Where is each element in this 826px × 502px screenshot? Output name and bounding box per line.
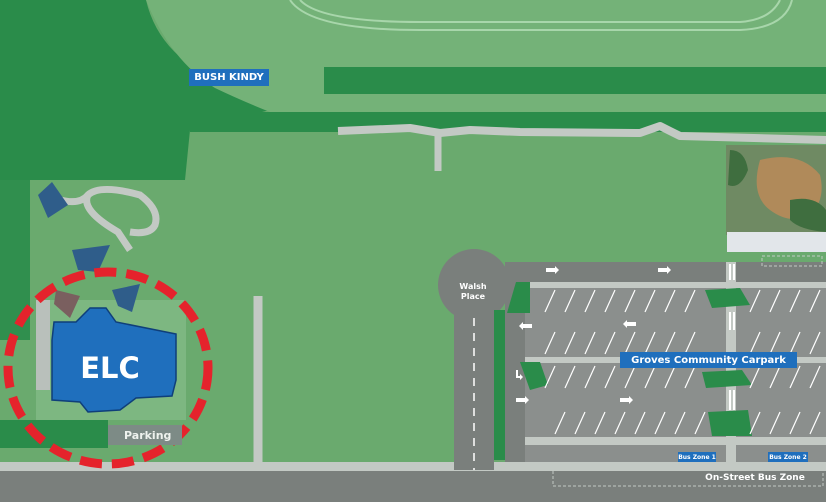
walsh-place-line1: Walsh xyxy=(459,282,487,291)
elc-building xyxy=(51,307,177,413)
direction-arrows xyxy=(516,266,671,404)
walsh-place-turning-circle xyxy=(438,249,510,321)
garden-bed-4 xyxy=(702,370,752,388)
shade-sail-3 xyxy=(112,284,140,312)
elc-highlight-ring xyxy=(3,267,213,469)
shade-sail-4 xyxy=(54,290,80,318)
carpark-left-verge xyxy=(494,310,505,460)
on-street-bus-zone-box xyxy=(552,467,824,487)
aerial-photo-building xyxy=(727,232,826,252)
garden-bed-5 xyxy=(708,410,752,436)
oval-field xyxy=(146,0,826,112)
elc-label: ELC xyxy=(80,351,140,385)
dark-green-strip xyxy=(324,67,826,94)
dark-green-field-top xyxy=(0,0,270,180)
garden-bed-2 xyxy=(520,362,548,390)
bush-kindy-label: BUSH KINDY xyxy=(189,69,269,86)
on-street-bus-zone-label: On-Street Bus Zone xyxy=(705,473,805,483)
shade-sail-1 xyxy=(38,182,68,218)
parking-label: Parking xyxy=(108,425,182,445)
pedestrian-crossings xyxy=(729,264,735,410)
lower-left-ground xyxy=(0,420,108,448)
aerial-photo-dashed-bay xyxy=(761,255,823,267)
groves-community-carpark-label: Groves Community Carpark xyxy=(620,352,797,368)
walsh-place-line2: Place xyxy=(460,292,486,301)
elc-outbuilding xyxy=(36,300,50,390)
road-verge xyxy=(0,462,826,471)
walsh-place-label: Walsh Place xyxy=(448,281,498,303)
top-footpath xyxy=(337,122,826,144)
parking-bays xyxy=(544,289,821,435)
carpark-island-1 xyxy=(525,282,826,288)
running-track-lines xyxy=(289,0,793,31)
garden-bed-1 xyxy=(507,282,530,313)
bus-zone-2-label: Bus Zone 2 xyxy=(768,452,808,462)
bus-zone-1-label: Bus Zone 1 xyxy=(678,452,716,462)
looped-path xyxy=(83,186,160,252)
aerial-photo-trees xyxy=(728,150,826,232)
carpark-island-3 xyxy=(525,437,826,445)
shade-sail-2 xyxy=(72,245,110,272)
garden-bed-3 xyxy=(705,288,750,308)
